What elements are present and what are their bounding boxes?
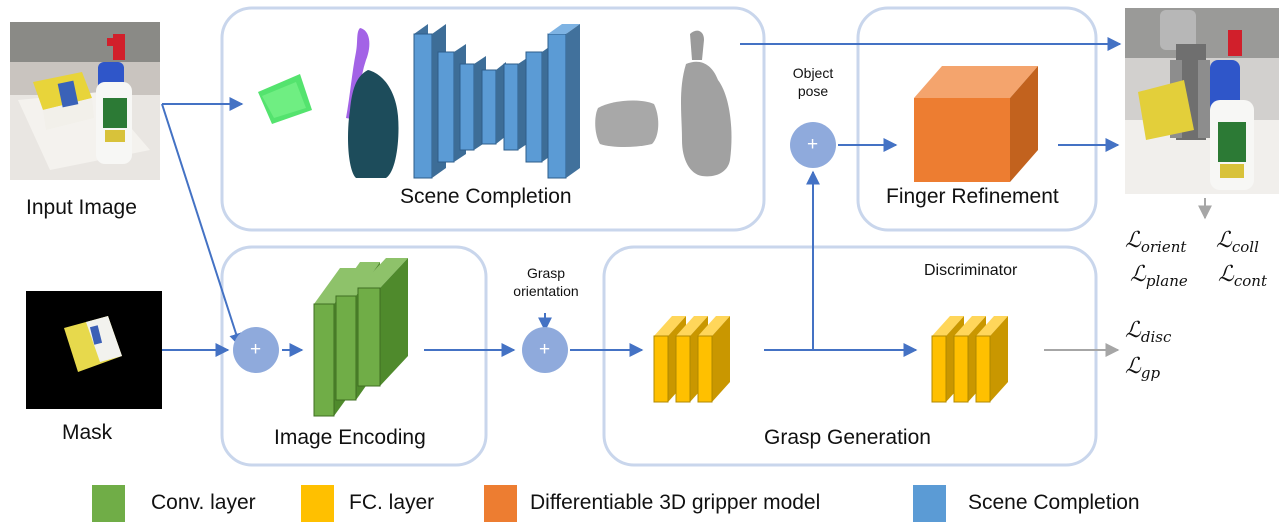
finger-refinement-title: Finger Refinement [886, 185, 1059, 208]
grasp-generation-box [602, 245, 1098, 467]
partial-point-cloud [258, 28, 399, 178]
plus-node-object-pose [790, 122, 836, 168]
gripper-model-cube [914, 66, 1038, 182]
finger-refinement-box [856, 6, 1098, 232]
mask-image [26, 291, 162, 409]
legend-swatch-conv [92, 485, 125, 522]
scene-completion-network [413, 24, 580, 179]
discriminator-network [931, 316, 1008, 403]
legend-swatch-gripper [484, 485, 517, 522]
image-encoding-title: Image Encoding [274, 426, 426, 449]
input-image [10, 22, 160, 180]
completed-meshes [595, 30, 732, 177]
grasp-generator-network [653, 316, 730, 403]
mask-label: Mask [62, 421, 113, 444]
plus-symbol: + [250, 339, 262, 360]
object-pose-line1: Object [792, 65, 834, 81]
loss-gp: ℒgp [1125, 354, 1161, 382]
input-image-label: Input Image [26, 196, 137, 219]
plus-symbol: + [807, 134, 819, 155]
loss-connections [1044, 198, 1212, 357]
legend-label-fc: FC. layer [349, 491, 435, 514]
loss-plane: ℒplane [1130, 262, 1188, 290]
plus-symbol: + [539, 339, 551, 360]
loss-disc: ℒdisc [1125, 318, 1172, 346]
discriminator-title: Discriminator [924, 262, 1018, 279]
grasp-generation-title: Grasp Generation [764, 426, 931, 449]
connections [161, 37, 1122, 357]
legend-swatch-scene [913, 485, 946, 522]
output-image [1125, 8, 1279, 194]
legend-label-conv: Conv. layer [151, 491, 256, 514]
grasp-orientation-line1: Grasp [526, 265, 566, 281]
legend-label-scene: Scene Completion [968, 491, 1140, 514]
grasp-orientation-line2: orientation [513, 283, 579, 299]
loss-coll: ℒcoll [1216, 228, 1259, 256]
image-encoder-network [313, 258, 408, 417]
object-pose-line2: pose [797, 83, 829, 99]
loss-orient: ℒorient [1125, 228, 1187, 256]
legend-swatch-fc [301, 485, 334, 522]
grasp-orientation-annotation: Grasp orientation [506, 264, 586, 300]
loss-cont: ℒcont [1218, 262, 1267, 290]
legend-label-gripper: Differentiable 3D gripper model [530, 491, 821, 514]
plus-node-image-mask [233, 327, 279, 373]
plus-node-orientation [522, 327, 568, 373]
scene-completion-title: Scene Completion [400, 185, 572, 208]
object-pose-annotation: Object pose [786, 64, 840, 100]
scene-completion-box [220, 6, 766, 232]
